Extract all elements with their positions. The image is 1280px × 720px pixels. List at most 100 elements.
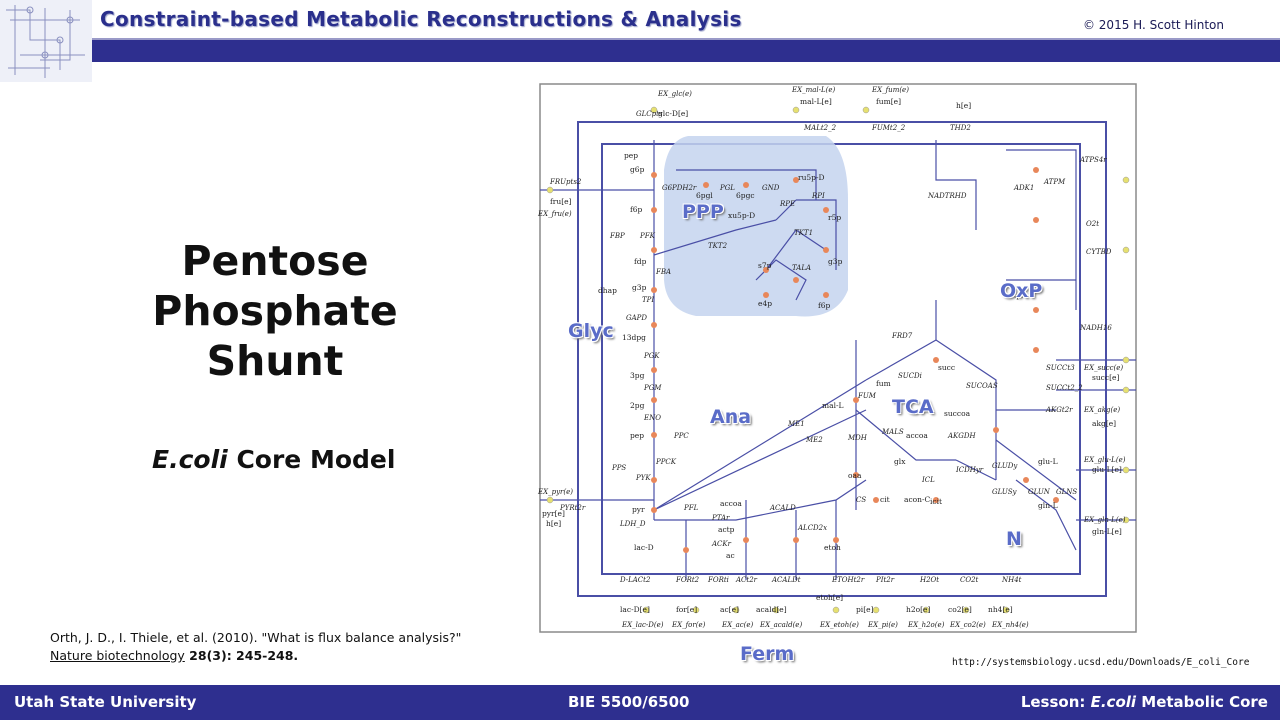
label-succt2: SUCCt2_2 [1046,384,1083,392]
label-malt2: MALt2_2 [803,124,837,132]
label-accoa-tca: accoa [906,431,928,440]
tag-ppp: PPP [682,201,724,223]
label-oaa: oaa [848,471,862,480]
label-nh4-e: nh4[e] [988,605,1013,614]
label-ex-nh4: EX_nh4(e) [991,621,1029,629]
label-cit: cit [880,495,890,504]
slide-title: Pentose Phosphate Shunt [150,236,400,386]
label-gnd: GND [762,184,780,192]
label-ppc: PPC [673,432,689,440]
label-13dpg: 13dpg [622,333,646,342]
label-tkt2: TKT2 [708,242,728,250]
label-etoh: etoh [824,543,841,552]
label-icdhyr: ICDHyr [955,466,984,474]
label-ex-mal: EX_mal-L(e) [791,86,836,94]
label-fba: FBA [655,268,671,276]
label-ex-h2o: EX_h2o(e) [907,621,945,629]
label-pps: PPS [611,464,626,472]
cytoplasm-membrane [601,143,1081,575]
label-etoh-e: etoh[e] [816,593,843,602]
citation-volume: 28(3): 245-248. [184,648,299,663]
label-acaldt: ACALDt [771,576,801,584]
label-ex-etoh: EX_etoh(e) [819,621,859,629]
label-gapd: GAPD [626,314,647,322]
label-eno: ENO [643,414,661,422]
ppp-highlight [664,136,848,317]
label-ex-fru: EX_fru(e) [537,210,572,218]
label-ex-gln: EX_gln-L(e) [1083,516,1126,524]
label-glx: glx [894,457,906,466]
periplasm-membrane [577,121,1107,597]
label-succ: succ [938,363,955,372]
label-pgm: PGM [643,384,662,392]
outer-compartment [539,83,1137,633]
footer-lesson-organism: E.coli [1090,693,1137,711]
footer-bar: Utah State University BIE 5500/6500 Less… [0,685,1280,720]
label-fum-e: fum[e] [876,97,901,106]
label-d-lact2: D-LACt2 [619,576,651,584]
label-ex-for: EX_for(e) [671,621,706,629]
label-acon-c: acon-C [904,495,931,504]
label-fdp: fdp [634,257,647,266]
label-act2r: ACt2r [735,576,758,584]
footer-lesson: Lesson: E.coli Metabolic Core [1021,693,1268,711]
label-ex-pyr: EX_pyr(e) [537,488,573,496]
header-rule [92,38,1280,40]
label-g6p: g6p [630,165,645,174]
label-f6p-ppp: f6p [818,301,831,310]
label-succoa: succoa [944,409,971,418]
label-o2t: O2t [1086,220,1099,228]
label-acald-e: acald[e] [756,605,787,614]
label-6pgc: 6pgc [736,191,755,200]
label-pyr: pyr [632,505,645,514]
label-pyrt2r: PYRt2r [559,504,586,512]
label-acald: ACALD [769,504,796,512]
label-icit: icit [930,497,942,506]
label-ex-akg: EX_akg(e) [1083,406,1120,414]
slide-title-line-2: Phosphate [152,287,398,335]
label-rpe: RPE [779,200,795,208]
label-glns: GLNS [1056,488,1077,496]
label-f6p: f6p [630,205,643,214]
label-mal-e: mal-L[e] [800,97,832,106]
label-glc-e: glc-D[e] [658,109,688,118]
citation: Orth, J. D., I. Thiele, et al. (2010). "… [50,629,490,665]
label-gln-l: gln-L [1038,501,1058,510]
label-h-e-left: h[e] [546,519,561,528]
citation-journal[interactable]: Nature biotechnology [50,648,185,663]
label-ldh: LDH_D [619,520,646,528]
label-q8h2: q8h2 [1014,291,1033,300]
label-frd7: FRD7 [891,332,913,340]
label-pep: pep [630,431,644,440]
footer-lesson-prefix: Lesson: [1020,693,1091,711]
label-succt3: SUCCt3 [1046,364,1075,372]
label-pi-e: pi[e] [856,605,874,614]
copyright-notice: © 2015 H. Scott Hinton [1082,18,1224,32]
label-g3p-ppp: g3p [828,257,843,266]
label-tala: TALA [792,264,811,272]
tag-anaplerotic: Ana [710,406,752,428]
footer-lesson-suffix: Metabolic Core [1136,693,1268,711]
ecoli-core-metabolic-map: .lbl { font-family: "DejaVu Serif", seri… [537,83,1137,633]
tag-fermentation: Ferm [740,643,795,665]
label-s7p: s7p [758,261,772,270]
subtitle-organism: E.coli [152,445,228,474]
label-icl: ICL [921,476,935,484]
label-dhap: dhap [598,286,617,295]
label-g3p: g3p [632,283,647,292]
label-accoa: accoa [720,499,742,508]
label-pgk: PGK [643,352,660,360]
label-ex-succ: EX_succ(e) [1083,364,1123,372]
label-cs: CS [856,496,866,504]
label-etoht2r: ETOHt2r [831,576,865,584]
slide-title-line-3: Shunt [206,337,344,385]
label-ppck: PPCK [655,458,677,466]
course-title: Constraint-based Metabolic Reconstructio… [100,7,742,31]
label-fum: fum [876,379,891,388]
metabolite-nodes [651,167,1059,553]
label-gln-e: gln-L[e] [1092,527,1122,536]
label-e4p: e4p [758,299,772,308]
source-url[interactable]: http://systemsbiology.ucsd.edu/Downloads… [952,657,1250,668]
label-sucdi: SUCDi [898,372,922,380]
label-glu-l: glu-L [1038,457,1058,466]
